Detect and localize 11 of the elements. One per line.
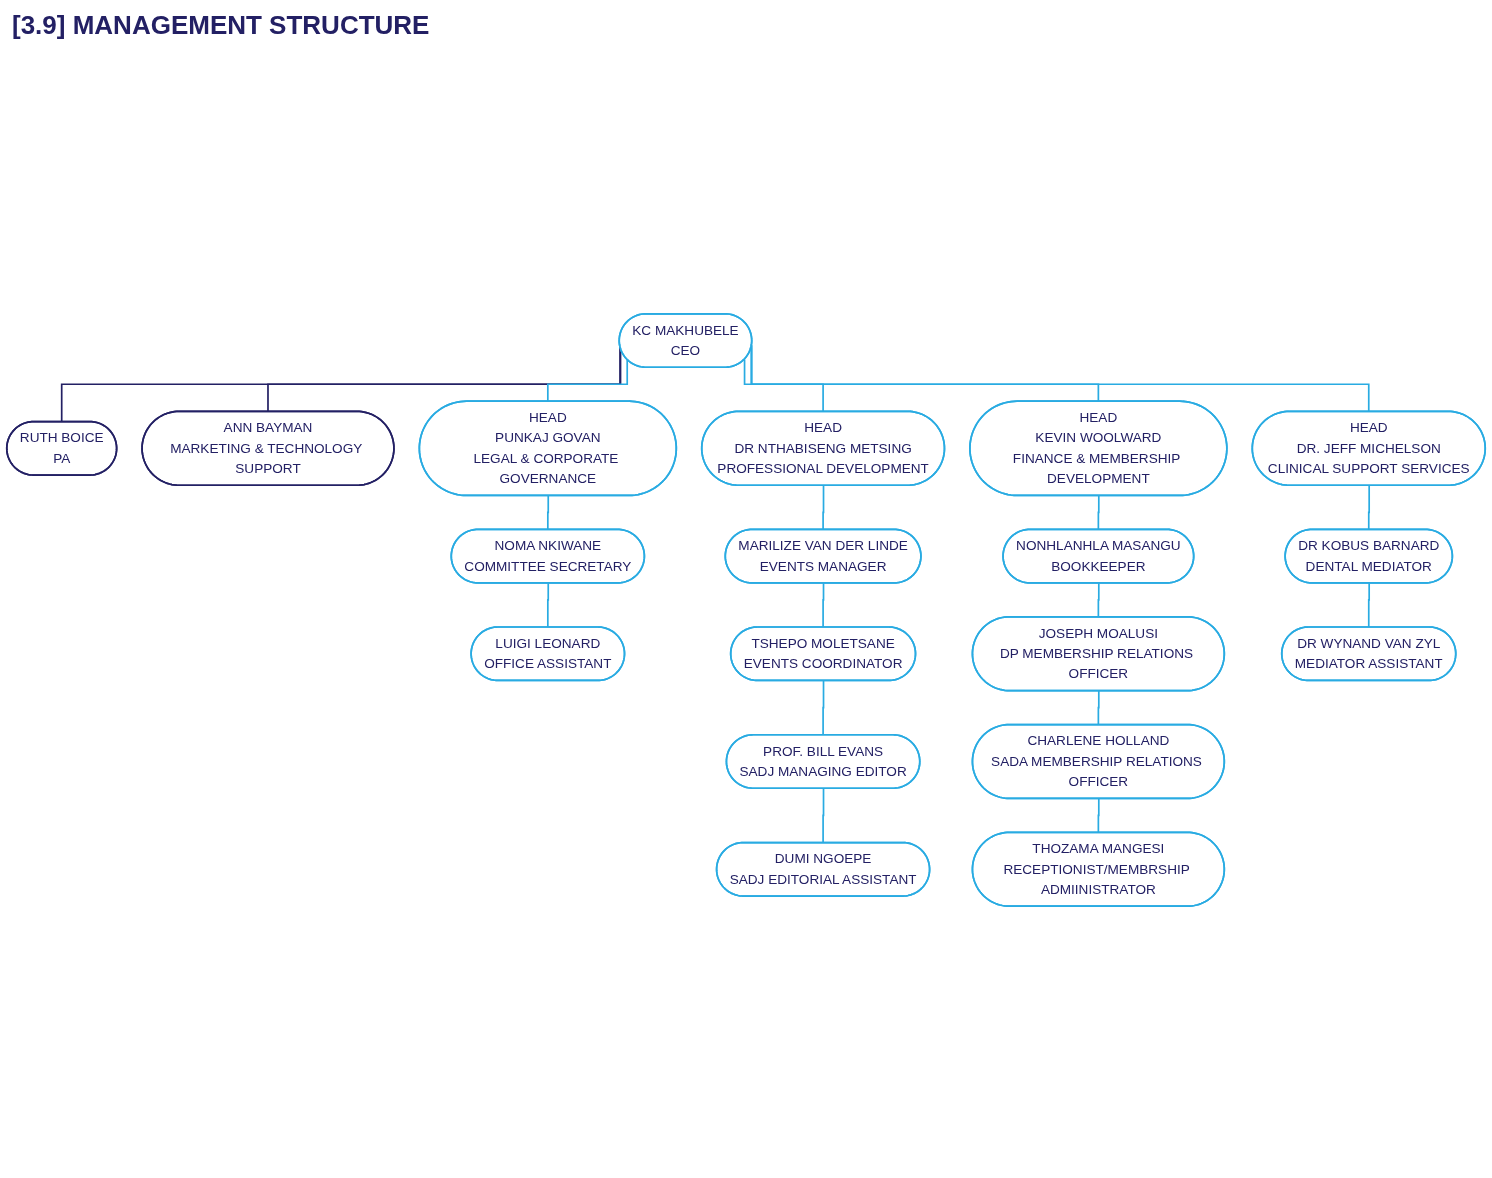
connector <box>546 358 629 403</box>
connector <box>1367 484 1370 531</box>
connector <box>1097 798 1100 834</box>
connector <box>1097 690 1100 726</box>
connector <box>743 358 825 413</box>
connector <box>822 787 825 844</box>
connector <box>822 484 825 531</box>
diagram-title: [3.9] MANAGEMENT STRUCTURE <box>12 10 430 41</box>
connector <box>546 495 550 531</box>
connector <box>1097 495 1100 531</box>
org-chart: KC MAKHUBELE CEO RUTH BOICE PA ANN BAYMAN MARKETING & TECHNOLOGY SUPPORT HEAD PUNKAJ GOVAN LEGAL & CORPORATE GOVERNANCE NOMA NKIWANE COMMITTEE SECRETARY LUIGI LEONARD OFFICE ASSISTANT HEAD DR NTHABISENG METSING PROFESSIONAL DEVELOPMENT MARILIZE VAN DER LINDE EVENTS MANAGER TSHEPO MOLETSANE EVENTS COORDINATOR PROF. BILL EVANS SADJ MANAGING EDITOR DUMI NGOEPE SADJ EDITORIAL ASSISTANT HEAD KEVIN WOOLWARD FINANCE & MEMBERSHIP DEVELOPMENT NONHLANHLA MASANGU BOOKKEEPER JOSEPH MOALUSI DP MEMBERSHIP RELATIONS OFFICER CHARLENE HOLLAND SADA MEMBERSHIP RELATIONS OFFICER THOZAMA MANGESI RECEPTIONIST/MEMBRSHIP ADMIINISTRATOR HEAD DR. JEFF MICHELSON CLINICAL SUPPORT SERVICES DR KOBUS BARNARD DENTAL MEDIATOR DR WYNAND VAN ZYL MEDIATOR ASSISTANT <box>0 50 1492 1170</box>
